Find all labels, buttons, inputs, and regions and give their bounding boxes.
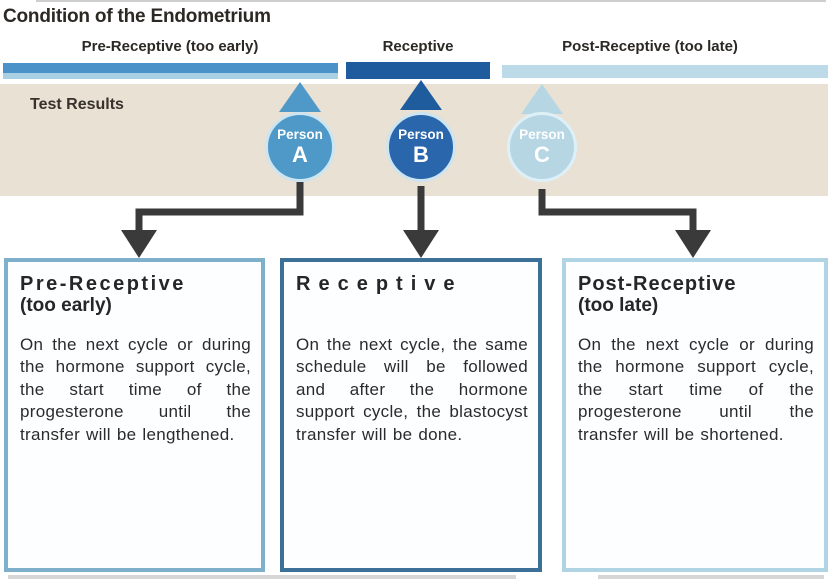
person-c-letter: C [534,142,550,168]
person-a-letter: A [292,142,308,168]
card-receptive: Receptive On the next cycle, the same sc… [280,258,542,572]
top-edge-artifact [36,0,826,2]
arrowhead-down-icon-a [121,230,157,258]
timeline-bar-pre-receptive-underline [3,73,338,79]
timeline-bar-pre-receptive [3,63,338,73]
person-a-word: Person [277,126,323,142]
phase-label-post-receptive: Post-Receptive (too late) [562,38,738,55]
arrowhead-down-icon-b [403,230,439,258]
phase-label-receptive: Receptive [382,38,454,55]
person-a-badge: Person A [265,112,335,182]
bottom-edge-artifact-left [8,575,516,579]
card-pre-receptive: Pre-Receptive (too early) On the next cy… [4,258,265,572]
person-b-badge: Person B [386,112,456,182]
person-c-badge: Person C [507,112,577,182]
triangle-up-icon-person-c [521,84,563,114]
person-c-word: Person [519,126,565,142]
page-title: Condition of the Endometrium [3,6,271,27]
phase-label-pre-receptive: Pre-Receptive (too early) [81,38,259,55]
card-post-receptive-subheading: (too late) [578,294,659,316]
card-post-receptive: Post-Receptive (too late) On the next cy… [562,258,828,572]
timeline-bar-post-receptive [502,65,828,78]
person-b-word: Person [398,126,444,142]
test-results-label: Test Results [30,96,124,113]
triangle-up-icon-person-b [400,80,442,110]
person-b-letter: B [413,142,429,168]
timeline-bar-receptive [346,62,490,79]
card-receptive-heading: Receptive [296,273,463,295]
card-receptive-body: On the next cycle, the same schedule wil… [296,334,528,445]
card-post-receptive-body: On the next cycle or during the hormone … [578,334,814,445]
triangle-up-icon-person-a [279,82,321,112]
card-pre-receptive-heading: Pre-Receptive [20,273,186,295]
card-pre-receptive-body: On the next cycle or during the hormone … [20,334,251,445]
card-post-receptive-heading: Post-Receptive [578,273,737,295]
arrowhead-down-icon-c [675,230,711,258]
card-receptive-subheading [296,296,528,320]
card-pre-receptive-subheading: (too early) [20,294,112,316]
bottom-edge-artifact-right [598,575,824,579]
